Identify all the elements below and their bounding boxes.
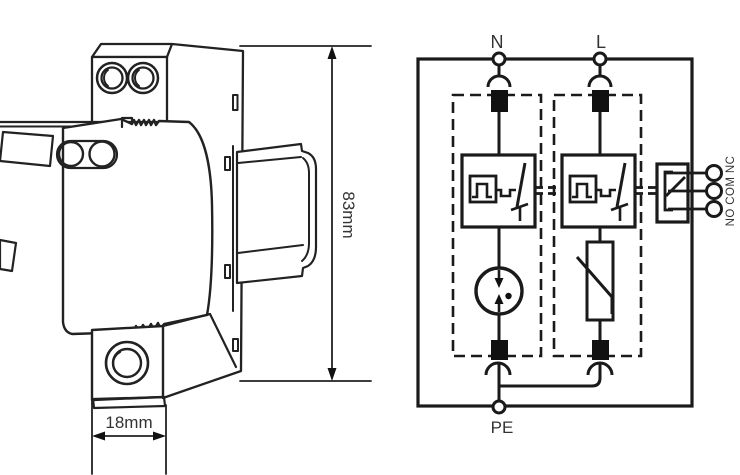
terminal-pe-label: PE — [491, 418, 514, 437]
side-slot-3 — [224, 264, 231, 279]
remote-signal-contact-icon: NO COM NC — [655, 156, 737, 227]
circuit-diagram: NO COM NC N L PE — [416, 32, 737, 437]
module-screw-terminals-icon — [55, 139, 119, 170]
gas-discharge-tube-icon — [474, 266, 524, 316]
arrow-left-icon — [92, 431, 105, 441]
module-outline — [61, 117, 214, 336]
module-notch — [120, 116, 134, 129]
side-slot-4 — [232, 338, 239, 352]
arrow-down-icon — [327, 368, 337, 381]
dimension-width: 18mm — [91, 398, 167, 475]
din-clip-tab — [0, 130, 55, 168]
disconnect-link-icon-n-top — [491, 90, 508, 112]
bottom-screw-terminal-icon — [104, 340, 150, 386]
side-slot-2 — [224, 156, 231, 171]
contact-terminal-nc — [705, 164, 723, 182]
arrow-up-icon — [327, 46, 337, 59]
side-slot-1 — [232, 94, 239, 111]
terminal-n-label: N — [491, 32, 504, 52]
thermal-monitor-icon-l — [560, 153, 637, 229]
terminal-pe — [491, 399, 507, 415]
bottom-block-lip — [91, 395, 167, 410]
signal-contacts-label: NO COM NC — [725, 156, 737, 227]
arrow-right-icon — [153, 431, 166, 441]
disconnector-arc-icon-l-top — [587, 74, 613, 88]
terminal-l — [592, 51, 608, 67]
device-drawing: 83mm 18mm — [0, 42, 372, 475]
width-dimension-label: 18mm — [105, 413, 152, 432]
disconnect-link-icon-l-bottom — [592, 340, 609, 360]
bottom-block-side — [161, 312, 238, 369]
varistor-icon — [575, 240, 615, 322]
disconnector-arc-icon-n-top — [486, 74, 512, 88]
thermal-monitor-icon-n — [460, 153, 537, 229]
terminal-n — [491, 51, 507, 67]
contact-terminal-no — [705, 200, 723, 218]
disconnector-arc-icon-n-bottom — [484, 361, 512, 376]
terminal-l-label: L — [596, 32, 606, 52]
disconnect-link-icon-n-bottom — [491, 340, 508, 360]
disconnect-link-icon-l-top — [592, 90, 609, 112]
disconnector-arc-icon-l-bottom — [586, 361, 614, 376]
din-rail-profile — [235, 142, 318, 285]
bottom-block-front — [90, 324, 165, 402]
top-screw-terminals-icon — [95, 61, 160, 95]
top-block-topface — [90, 42, 174, 59]
enclosure-box — [416, 57, 694, 408]
height-dimension-label: 83mm — [339, 191, 358, 238]
contact-terminal-com — [705, 182, 723, 200]
din-clip-tab-lower — [0, 238, 18, 273]
dimension-height: 83mm — [239, 45, 372, 382]
mechanical-link-icon — [535, 186, 657, 195]
